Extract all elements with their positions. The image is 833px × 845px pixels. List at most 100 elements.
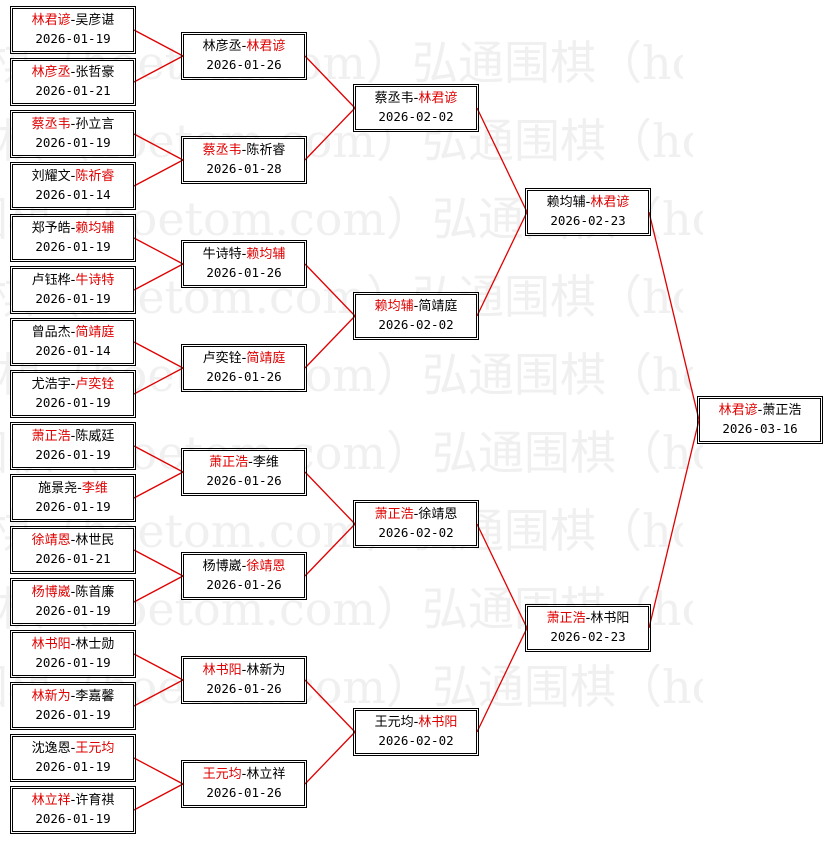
vs-separator: -: [70, 325, 76, 340]
player-name: 林世民: [75, 533, 115, 548]
bracket-connector: [133, 575, 184, 603]
bracket-connector: [133, 471, 184, 499]
match-players: 林君谚-萧正浩: [700, 402, 820, 420]
player-name: 尤浩宇: [31, 377, 71, 392]
bracket-connector: [133, 237, 184, 265]
match-date: 2026-01-26: [206, 473, 282, 488]
vs-separator: -: [248, 455, 253, 470]
player-name: 陈首廉: [75, 585, 115, 600]
bracket-connector: [304, 315, 356, 369]
match-date: 2026-01-19: [35, 395, 111, 410]
player-name: 陈祈睿: [75, 169, 115, 184]
player-name: 林君谚: [718, 403, 758, 418]
match-players: 林彦丞-林君谚: [184, 38, 304, 56]
bracket-connector: [304, 523, 356, 577]
player-name: 林彦丞: [202, 39, 242, 54]
player-name: 曾品杰: [31, 325, 71, 340]
match-date: 2026-01-19: [35, 499, 111, 514]
match-date: 2026-01-14: [35, 187, 111, 202]
match-players: 施景尧-李维: [13, 480, 133, 498]
player-name: 李维: [252, 455, 279, 470]
match-date: 2026-01-26: [206, 681, 282, 696]
match-players: 蔡丞韦-林君谚: [356, 90, 476, 108]
player-name: 林立祥: [246, 767, 286, 782]
match-date: 2026-01-19: [35, 759, 111, 774]
player-name: 林士勋: [75, 637, 115, 652]
vs-separator: -: [70, 169, 76, 184]
match-date: 2026-01-14: [35, 343, 111, 358]
vs-separator: -: [70, 65, 76, 80]
bracket-connector: [476, 107, 528, 213]
bracket-connector: [133, 783, 184, 811]
match-players: 萧正浩-陈威廷: [13, 428, 133, 446]
vs-separator: -: [70, 637, 76, 652]
player-name: 林立祥: [31, 793, 71, 808]
vs-separator: -: [70, 585, 76, 600]
match-date: 2026-01-19: [35, 603, 111, 618]
bracket-connector: [133, 55, 184, 83]
match-players: 林立祥-许育祺: [13, 792, 133, 810]
match-box: 刘耀文-陈祈睿 2026-01-14: [10, 162, 136, 210]
player-name: 孙立言: [75, 117, 115, 132]
player-name: 林书阳: [590, 611, 630, 626]
player-name: 林书阳: [31, 637, 71, 652]
match-players: 蔡丞韦-陈祈睿: [184, 142, 304, 160]
player-name: 李维: [81, 481, 108, 496]
player-name: 牛诗特: [202, 247, 242, 262]
player-name: 赖均辅: [546, 195, 586, 210]
vs-separator: -: [70, 533, 76, 548]
player-name: 林君谚: [590, 195, 630, 210]
match-date: 2026-01-26: [206, 577, 282, 592]
vs-separator: -: [241, 767, 247, 782]
match-date: 2026-01-28: [206, 161, 282, 176]
player-name: 简靖庭: [246, 351, 286, 366]
match-players: 沈逸恩-王元均: [13, 740, 133, 758]
player-name: 刘耀文: [31, 169, 71, 184]
player-name: 蔡丞韦: [374, 91, 414, 106]
match-date: 2026-02-02: [378, 109, 454, 124]
match-date: 2026-01-26: [206, 265, 282, 280]
player-name: 林君谚: [246, 39, 286, 54]
match-date: 2026-02-23: [550, 213, 626, 228]
match-date: 2026-01-19: [35, 447, 111, 462]
match-players: 杨博崴-陈首廉: [13, 584, 133, 602]
match-players: 林新为-李嘉馨: [13, 688, 133, 706]
match-players: 林彦丞-张哲豪: [13, 64, 133, 82]
bracket-connector: [304, 55, 356, 109]
match-players: 萧正浩-林书阳: [528, 610, 648, 628]
player-name: 林彦丞: [31, 65, 71, 80]
bracket-connector: [304, 471, 356, 525]
player-name: 郑予皓: [31, 221, 71, 236]
vs-separator: -: [413, 507, 419, 522]
player-name: 林书阳: [202, 663, 242, 678]
match-date: 2026-02-02: [378, 317, 454, 332]
bracket-connector: [648, 419, 700, 629]
bracket-connector: [133, 263, 184, 291]
match-date: 2026-01-26: [206, 57, 282, 72]
player-name: 卢钰桦: [31, 273, 71, 288]
bracket-connector: [133, 133, 184, 161]
player-name: 简靖庭: [418, 299, 458, 314]
bracket-connector: [476, 523, 528, 629]
match-players: 曾品杰-简靖庭: [13, 324, 133, 342]
player-name: 林新为: [246, 663, 286, 678]
match-players: 王元均-林书阳: [356, 714, 476, 732]
match-date: 2026-01-21: [35, 83, 111, 98]
match-date: 2026-03-16: [722, 421, 798, 436]
match-date: 2026-02-02: [378, 525, 454, 540]
player-name: 蔡丞韦: [31, 117, 71, 132]
player-name: 林君谚: [418, 91, 458, 106]
